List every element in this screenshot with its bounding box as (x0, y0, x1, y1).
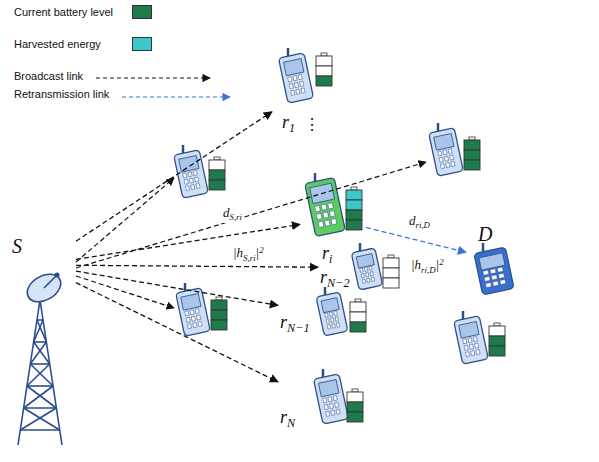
mobile-phone (429, 123, 464, 176)
mobile-phone (316, 287, 348, 336)
node-label: rN−2 (320, 268, 350, 290)
legend-line-sample (122, 96, 230, 97)
battery-icon (489, 323, 505, 356)
mobile-phone (454, 311, 489, 364)
mobile-phone (351, 243, 382, 290)
broadcast-arrow (76, 178, 174, 262)
node-label: S (12, 236, 22, 256)
mobile-phone (176, 283, 211, 336)
broadcast-arrow (76, 276, 174, 308)
battery-icon (209, 157, 225, 190)
channel-label: dri,D (408, 214, 431, 231)
legend-text: Broadcast link (14, 70, 83, 82)
base-station-tower (18, 269, 66, 445)
legend-swatch (132, 5, 152, 19)
battery-icon (383, 255, 399, 288)
mobile-phone (279, 48, 314, 103)
battery-icon (347, 389, 363, 422)
mobile-phone (474, 243, 514, 295)
broadcast-link (76, 224, 300, 259)
channel-label: dS,ri (222, 206, 243, 223)
mobile-phone (305, 173, 346, 237)
battery-icon (211, 297, 227, 330)
channel-label: ⋮ (303, 116, 321, 134)
relay-node: S (4, 232, 76, 298)
broadcast-link (76, 112, 272, 241)
broadcast-link (76, 283, 278, 382)
battery-icon (464, 137, 480, 170)
broadcast-arrow (76, 162, 426, 268)
mobile-phone (174, 145, 209, 198)
relay-node: rN−2 (318, 240, 400, 295)
broadcast-link (76, 265, 318, 267)
mobile-phone (314, 369, 349, 424)
battery-icon (350, 299, 366, 332)
node-label: rN−1 (280, 313, 310, 335)
legend-line-sample (96, 77, 210, 78)
relay-node: r1 (272, 45, 334, 138)
battery-icon (346, 187, 362, 230)
node-label: rN (280, 408, 295, 430)
legend-swatch (132, 37, 152, 51)
relay-node: rN (278, 368, 364, 438)
battery-icon (316, 53, 332, 86)
broadcast-link (76, 271, 278, 305)
node-label: r1 (282, 113, 295, 135)
legend-text: Retransmission link (14, 88, 109, 100)
legend-text: Current battery level (14, 6, 113, 18)
legend-text: Harvested energy (14, 38, 101, 50)
relay-node: D (466, 222, 528, 298)
retransmission-link (366, 227, 466, 252)
channel-label: |hS,ri|2 (232, 246, 265, 263)
relay-node: rN−1 (278, 285, 368, 341)
node-label: ri (322, 244, 332, 266)
relay-node: ri (300, 170, 366, 269)
channel-label: |hri,D|2 (410, 258, 445, 275)
node-label: D (478, 224, 492, 244)
